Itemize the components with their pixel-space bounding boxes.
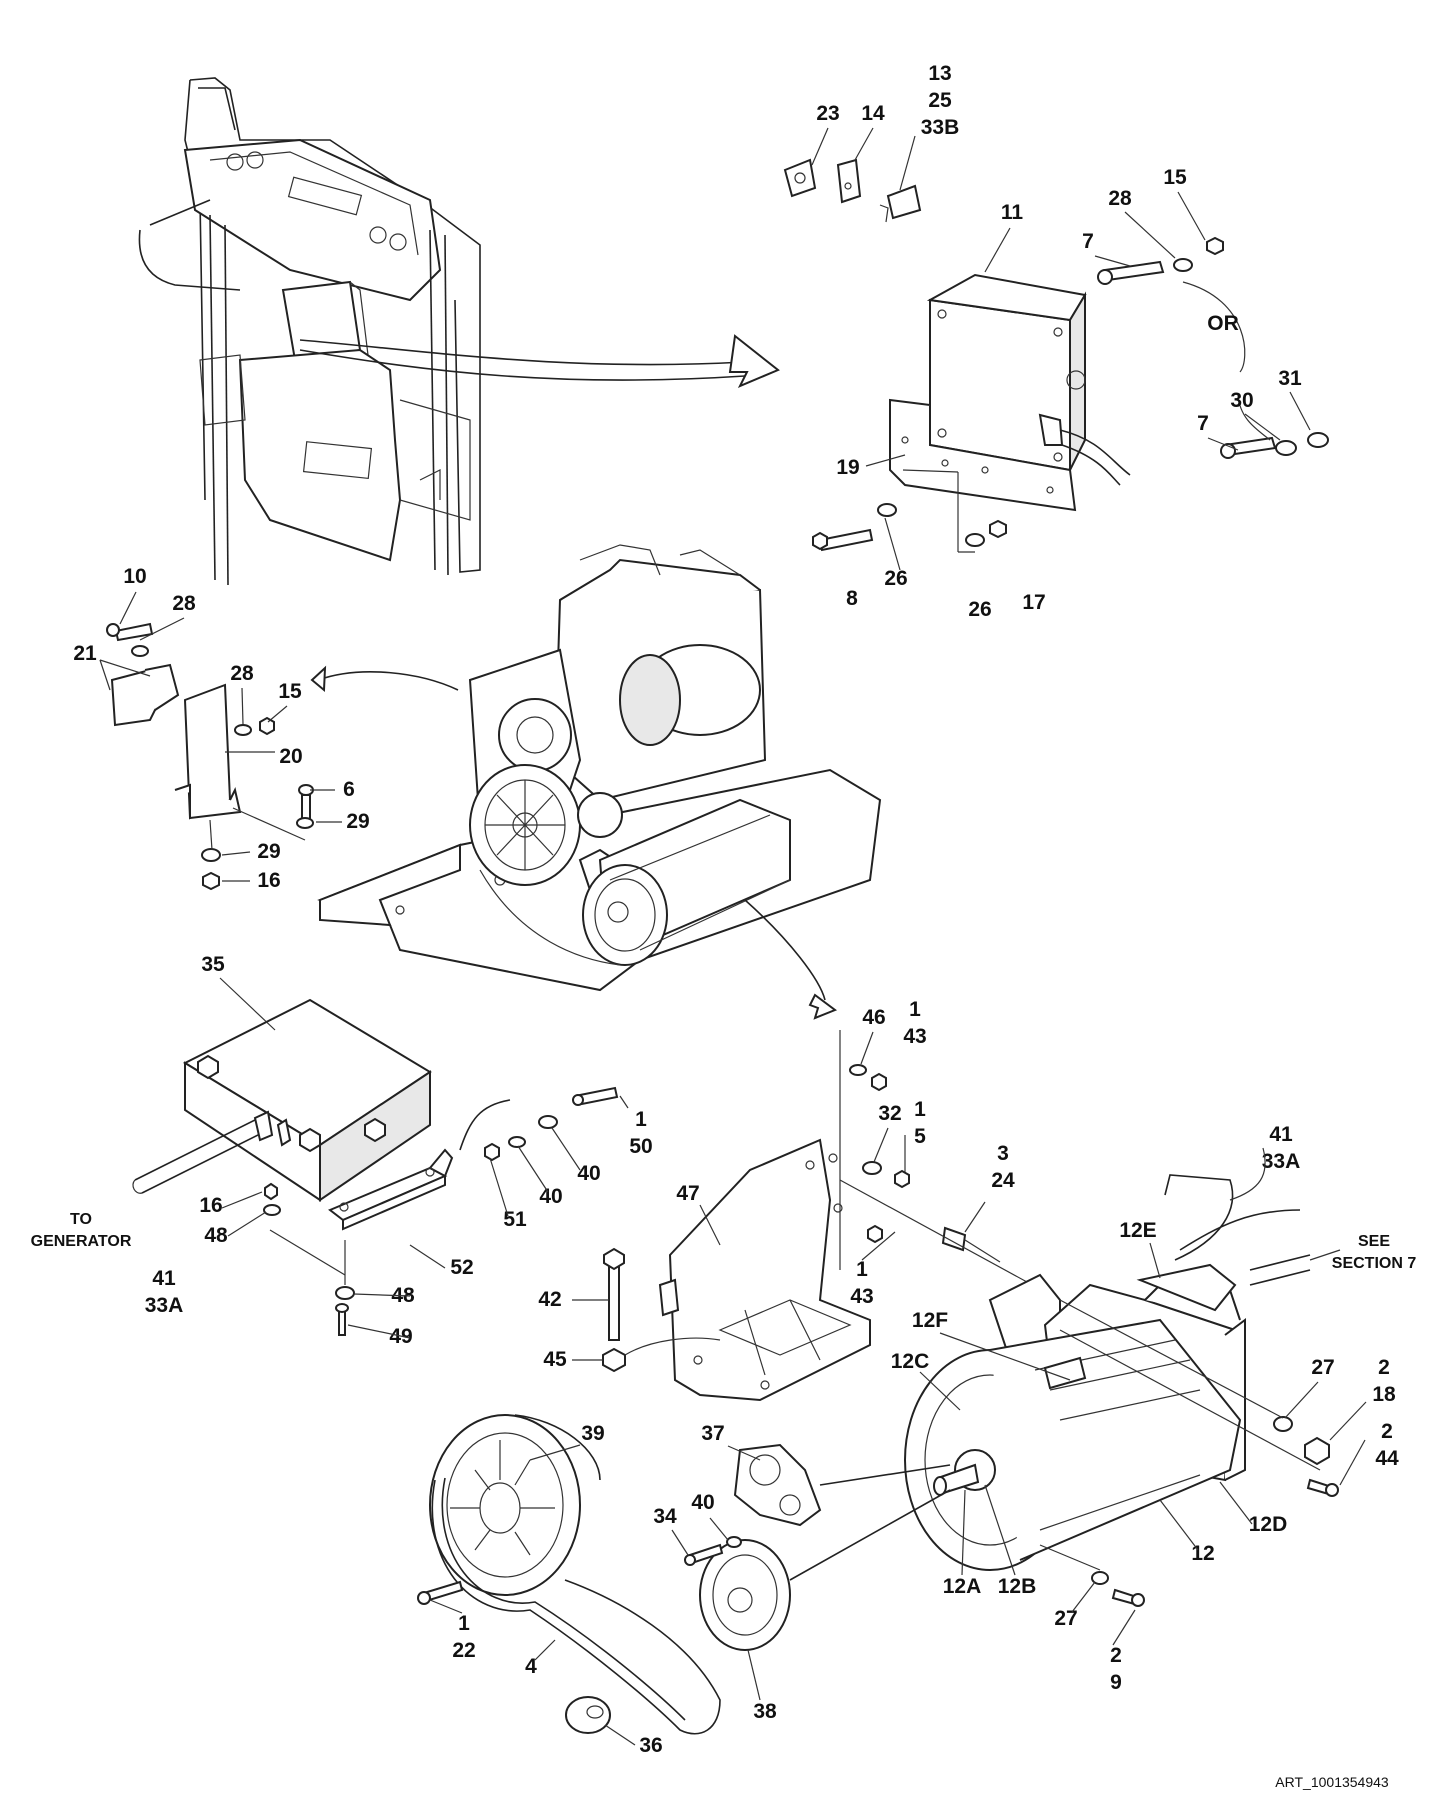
callout-15-top: 15 — [1163, 166, 1187, 189]
callout-12d: 12D — [1249, 1513, 1288, 1536]
callout-35: 35 — [201, 953, 225, 976]
callout-16-left: 16 — [257, 869, 280, 892]
callout-12: 12 — [1191, 1542, 1214, 1565]
callout-16-lower: 16 — [199, 1194, 222, 1217]
callout-38: 38 — [753, 1700, 777, 1723]
callout-21: 21 — [73, 642, 97, 665]
callout-6: 6 — [343, 778, 355, 801]
callout-48-a: 48 — [204, 1224, 228, 1247]
callout-45: 45 — [543, 1348, 567, 1371]
callout-11: 11 — [1001, 201, 1024, 224]
callout-51: 51 — [503, 1208, 527, 1231]
callout-36: 36 — [639, 1734, 662, 1757]
alternator-mount-bracket — [602, 1030, 1061, 1402]
callout-12a: 12A — [943, 1575, 982, 1598]
bracket-assembly-left — [106, 622, 459, 891]
callout-29-b: 29 — [257, 840, 280, 863]
generator-junction-box — [132, 998, 619, 1336]
callout-52: 52 — [450, 1256, 473, 1279]
alternator — [904, 1174, 1339, 1607]
callout-19: 19 — [836, 456, 859, 479]
junction-box-assembly — [783, 158, 1329, 553]
callout-23: 23 — [816, 102, 839, 125]
callout-31: 31 — [1278, 367, 1302, 390]
callout-39: 39 — [581, 1422, 604, 1445]
engine-assembly — [317, 544, 882, 1020]
callout-27-right: 27 — [1311, 1356, 1334, 1379]
callout-8: 8 — [846, 587, 858, 610]
callout-28-left: 28 — [172, 592, 196, 615]
callout-28-mid: 28 — [230, 662, 254, 685]
callout-10: 10 — [123, 565, 146, 588]
callout-27-lower: 27 — [1054, 1607, 1077, 1630]
callout-34: 34 — [653, 1505, 677, 1528]
callout-29-a: 29 — [346, 810, 369, 833]
callout-15-left: 15 — [278, 680, 302, 703]
belt-drive — [417, 1414, 951, 1735]
callout-42: 42 — [538, 1288, 561, 1311]
callout-46: 46 — [862, 1006, 885, 1029]
callout-47: 47 — [676, 1182, 699, 1205]
callout-14: 14 — [861, 102, 885, 125]
callout-40-b: 40 — [539, 1185, 562, 1208]
callout-12b: 12B — [998, 1575, 1037, 1598]
callout-40-a: 40 — [577, 1162, 600, 1185]
callout-7-upper: 7 — [1082, 230, 1094, 253]
callout-or: OR — [1207, 312, 1239, 335]
callout-12e: 12E — [1119, 1219, 1156, 1242]
callout-26-a: 26 — [884, 567, 907, 590]
callout-12f: 12F — [912, 1309, 948, 1332]
callout-26-b: 26 — [968, 598, 991, 621]
callout-37: 37 — [701, 1422, 724, 1445]
callout-12c: 12C — [891, 1350, 930, 1373]
callout-40-c: 40 — [691, 1491, 714, 1514]
callout-20: 20 — [279, 745, 302, 768]
callout-7-lower: 7 — [1197, 412, 1209, 435]
callout-32: 32 — [878, 1102, 901, 1125]
callout-30: 30 — [1230, 389, 1253, 412]
callout-28-top: 28 — [1108, 187, 1132, 210]
machine-frame-view — [138, 77, 780, 586]
leader-lines — [99, 127, 1367, 1746]
callout-17: 17 — [1022, 591, 1045, 614]
callout-4: 4 — [525, 1655, 537, 1678]
art-number: ART_1001354943 — [1275, 1774, 1389, 1790]
